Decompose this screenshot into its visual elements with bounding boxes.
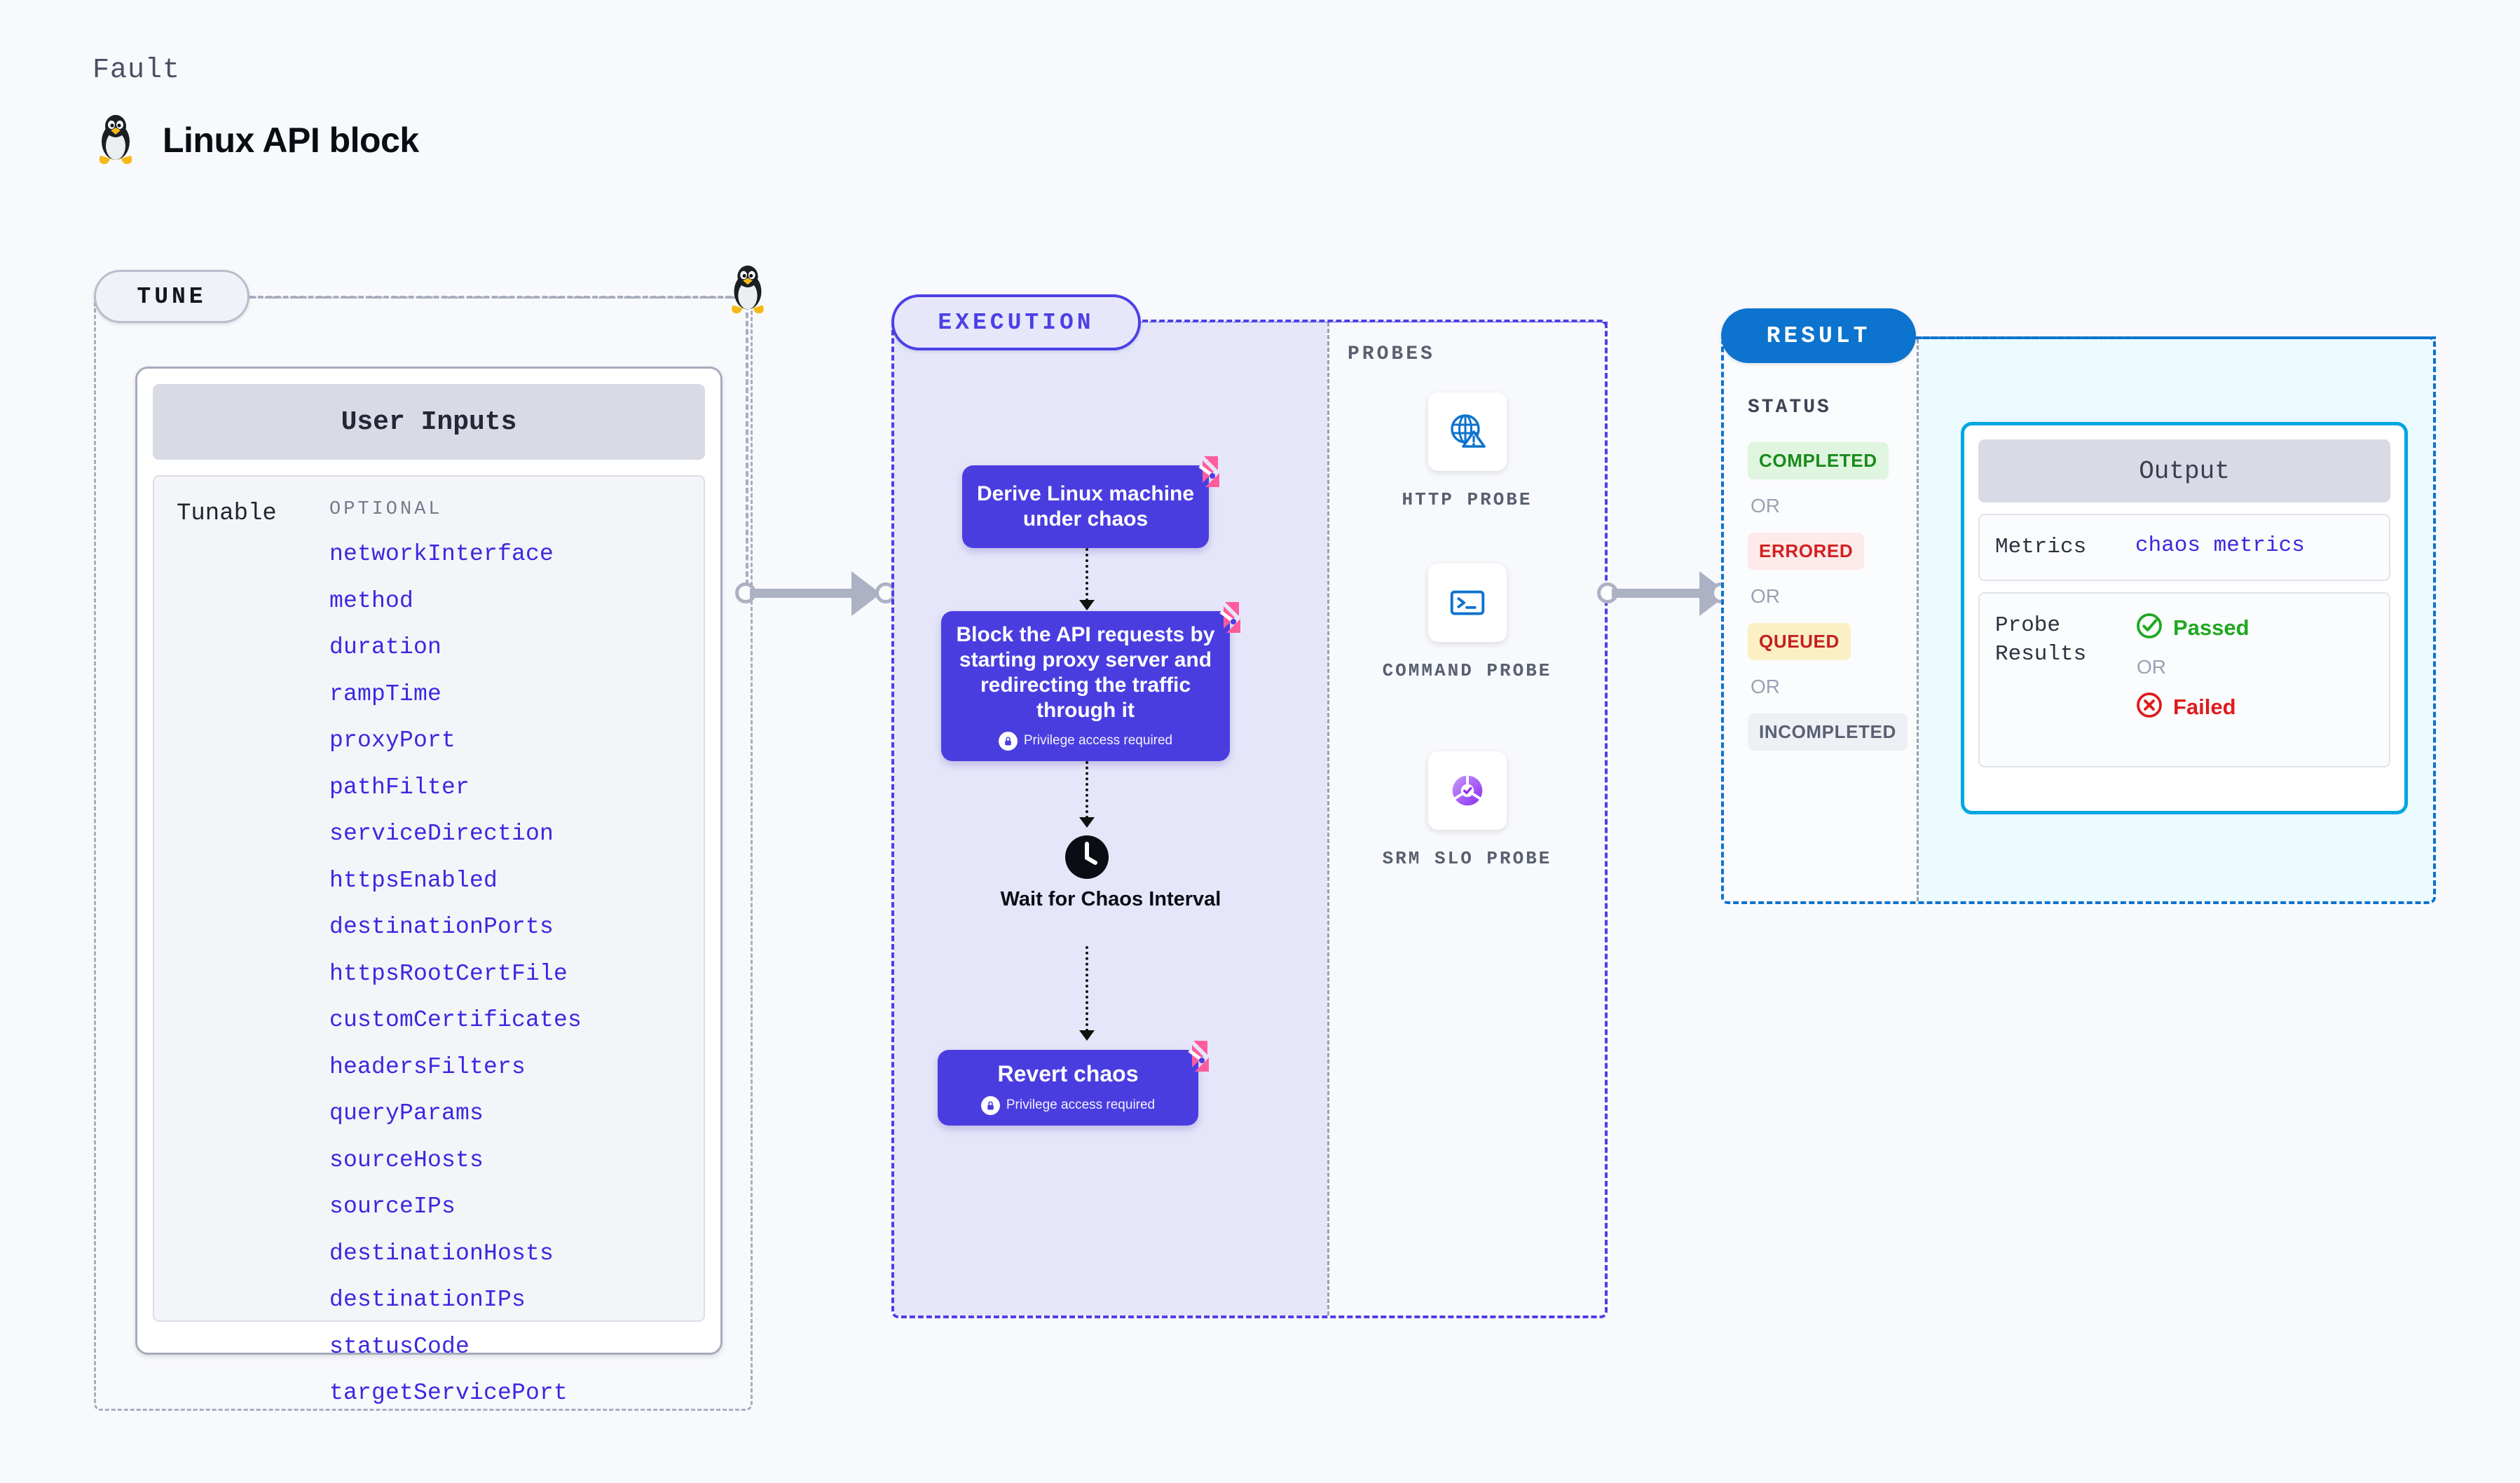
probe-label: HTTP PROBE (1402, 489, 1533, 510)
user-inputs-title: User Inputs (153, 384, 705, 460)
probe-results-key: Probe Results (1995, 613, 2087, 667)
lock-icon (998, 731, 1018, 751)
metrics-row: Metrics chaos metrics (1978, 514, 2390, 582)
tunable-item[interactable]: sourceHosts (329, 1147, 484, 1173)
flow-connector-1 (1086, 548, 1088, 601)
flow-connector-2 (1086, 761, 1088, 819)
globe-warning-icon (1427, 392, 1507, 471)
connector-line-tune-exec (750, 589, 869, 598)
privilege-notice: Privilege access required (980, 1095, 1156, 1115)
output-column: Output Metrics chaos metrics Probe Resul… (1919, 339, 2433, 901)
linux-penguin-icon-connector (725, 263, 770, 317)
wait-node-label: Wait for Chaos Interval (1000, 888, 1221, 910)
or-separator: OR (2137, 656, 2166, 678)
tune-dashed-connector (249, 296, 740, 299)
status-label: STATUS (1748, 397, 1831, 418)
tunable-item[interactable]: customCertificates (329, 1007, 582, 1033)
block-node[interactable]: Block the API requests by starting proxy… (941, 602, 1240, 761)
execution-flow-column: Derive Linux machine under chaos Block t… (894, 322, 1327, 1315)
tunable-list: OPTIONAL networkInterface method duratio… (329, 495, 691, 1406)
probe-label: SRM SLO PROBE (1382, 848, 1552, 869)
tunable-item[interactable]: httpsEnabled (329, 867, 498, 894)
probe-results-values: Passed OR Failed (2135, 612, 2249, 748)
output-card: Output Metrics chaos metrics Probe Resul… (1961, 422, 2408, 814)
clock-icon (1064, 834, 1110, 880)
tunable-item[interactable]: proxyPort (329, 727, 456, 753)
probe-item-http[interactable]: HTTP PROBE (1329, 392, 1605, 512)
metrics-value[interactable]: chaos metrics (2135, 533, 2305, 558)
flow-arrow-3 (1079, 1030, 1095, 1041)
failed-label: Failed (2173, 694, 2236, 719)
tunable-item[interactable]: rampTime (329, 681, 442, 707)
tunable-body: Tunable OPTIONAL networkInterface method… (153, 475, 705, 1406)
fault-flag-icon (1204, 599, 1242, 637)
tunable-item[interactable]: destinationIPs (329, 1287, 526, 1313)
block-node-label: Block the API requests by starting proxy… (956, 622, 1215, 722)
status-column: STATUS COMPLETED OR ERRORED OR QUEUED OR… (1724, 339, 1919, 901)
tunable-item[interactable]: pathFilter (329, 774, 470, 800)
fault-flag-icon (1183, 453, 1221, 491)
tunable-item[interactable]: destinationHosts (329, 1240, 554, 1266)
tunable-item[interactable]: headersFilters (329, 1053, 526, 1080)
revert-node[interactable]: Revert chaos Privilege access required (938, 1041, 1209, 1126)
fault-kicker-label: Fault (93, 55, 181, 86)
probe-item-command[interactable]: COMMAND PROBE (1329, 563, 1605, 683)
probe-result-passed: Passed (2135, 612, 2249, 643)
slo-donut-check-icon (1427, 751, 1507, 830)
execution-section-container: Derive Linux machine under chaos Block t… (891, 320, 1608, 1318)
lock-icon (980, 1095, 1000, 1115)
probes-section-label: PROBES (1348, 343, 1435, 365)
tunable-item[interactable]: duration (329, 634, 442, 660)
tunable-item[interactable]: method (329, 587, 414, 614)
result-stage-pill[interactable]: RESULT (1721, 308, 1916, 363)
tunable-item[interactable]: queryParams (329, 1100, 484, 1126)
connector-line-exec-result (1612, 589, 1717, 598)
linux-penguin-icon (93, 112, 139, 168)
tunable-item[interactable]: httpsRootCertFile (329, 960, 568, 987)
x-circle-icon (2135, 691, 2163, 723)
tunable-label: Tunable (177, 500, 277, 527)
metrics-key: Metrics (1995, 535, 2087, 559)
optional-label: OPTIONAL (329, 499, 443, 520)
execution-stage-pill[interactable]: EXECUTION (891, 294, 1141, 350)
tune-dashed-vertical (746, 296, 748, 594)
passed-label: Passed (2173, 615, 2249, 640)
or-separator: OR (1751, 585, 1780, 607)
tunable-item[interactable]: targetServicePort (329, 1380, 568, 1406)
status-badge-errored: ERRORED (1748, 533, 1865, 570)
terminal-icon (1427, 563, 1507, 642)
privilege-notice: Privilege access required (998, 731, 1173, 751)
user-inputs-card: User Inputs Tunable OPTIONAL networkInte… (135, 367, 723, 1406)
result-section-container: STATUS COMPLETED OR ERRORED OR QUEUED OR… (1721, 336, 2436, 904)
privilege-label: Privilege access required (1006, 1098, 1156, 1113)
derive-node-label: Derive Linux machine under chaos (976, 482, 1195, 531)
revert-node-label: Revert chaos (997, 1061, 1139, 1087)
output-title: Output (1978, 439, 2390, 503)
tunable-item[interactable]: destinationPorts (329, 914, 554, 940)
or-separator: OR (1751, 495, 1780, 517)
status-badge-completed: COMPLETED (1748, 442, 1889, 479)
tune-stage-pill[interactable]: TUNE (94, 270, 249, 323)
probe-results-row: Probe Results Passed OR (1978, 592, 2390, 768)
fault-flag-icon (1172, 1038, 1210, 1076)
probe-item-srm-slo[interactable]: SRM SLO PROBE (1329, 751, 1605, 871)
probe-result-failed: Failed (2135, 691, 2249, 723)
tunable-item[interactable]: statusCode (329, 1333, 470, 1360)
probes-column: PROBES HTTP PROBE (1327, 322, 1605, 1315)
page-title: Linux API block (163, 121, 419, 160)
fault-title-row: Linux API block (93, 112, 419, 168)
flow-arrow-1 (1079, 600, 1095, 610)
flow-arrow-2 (1079, 817, 1095, 828)
or-separator: OR (1751, 676, 1780, 697)
privilege-label: Privilege access required (1023, 733, 1173, 748)
status-badge-queued: QUEUED (1748, 623, 1851, 660)
derive-node[interactable]: Derive Linux machine under chaos (962, 456, 1219, 548)
status-badge-incompleted: INCOMPLETED (1748, 713, 1908, 751)
tunable-item[interactable]: serviceDirection (329, 821, 554, 847)
check-circle-icon (2135, 612, 2163, 643)
tunable-item[interactable]: sourceIPs (329, 1194, 456, 1219)
flow-connector-3 (1086, 946, 1088, 1032)
tunable-item[interactable]: networkInterface (329, 541, 554, 567)
probe-label: COMMAND PROBE (1382, 660, 1552, 681)
